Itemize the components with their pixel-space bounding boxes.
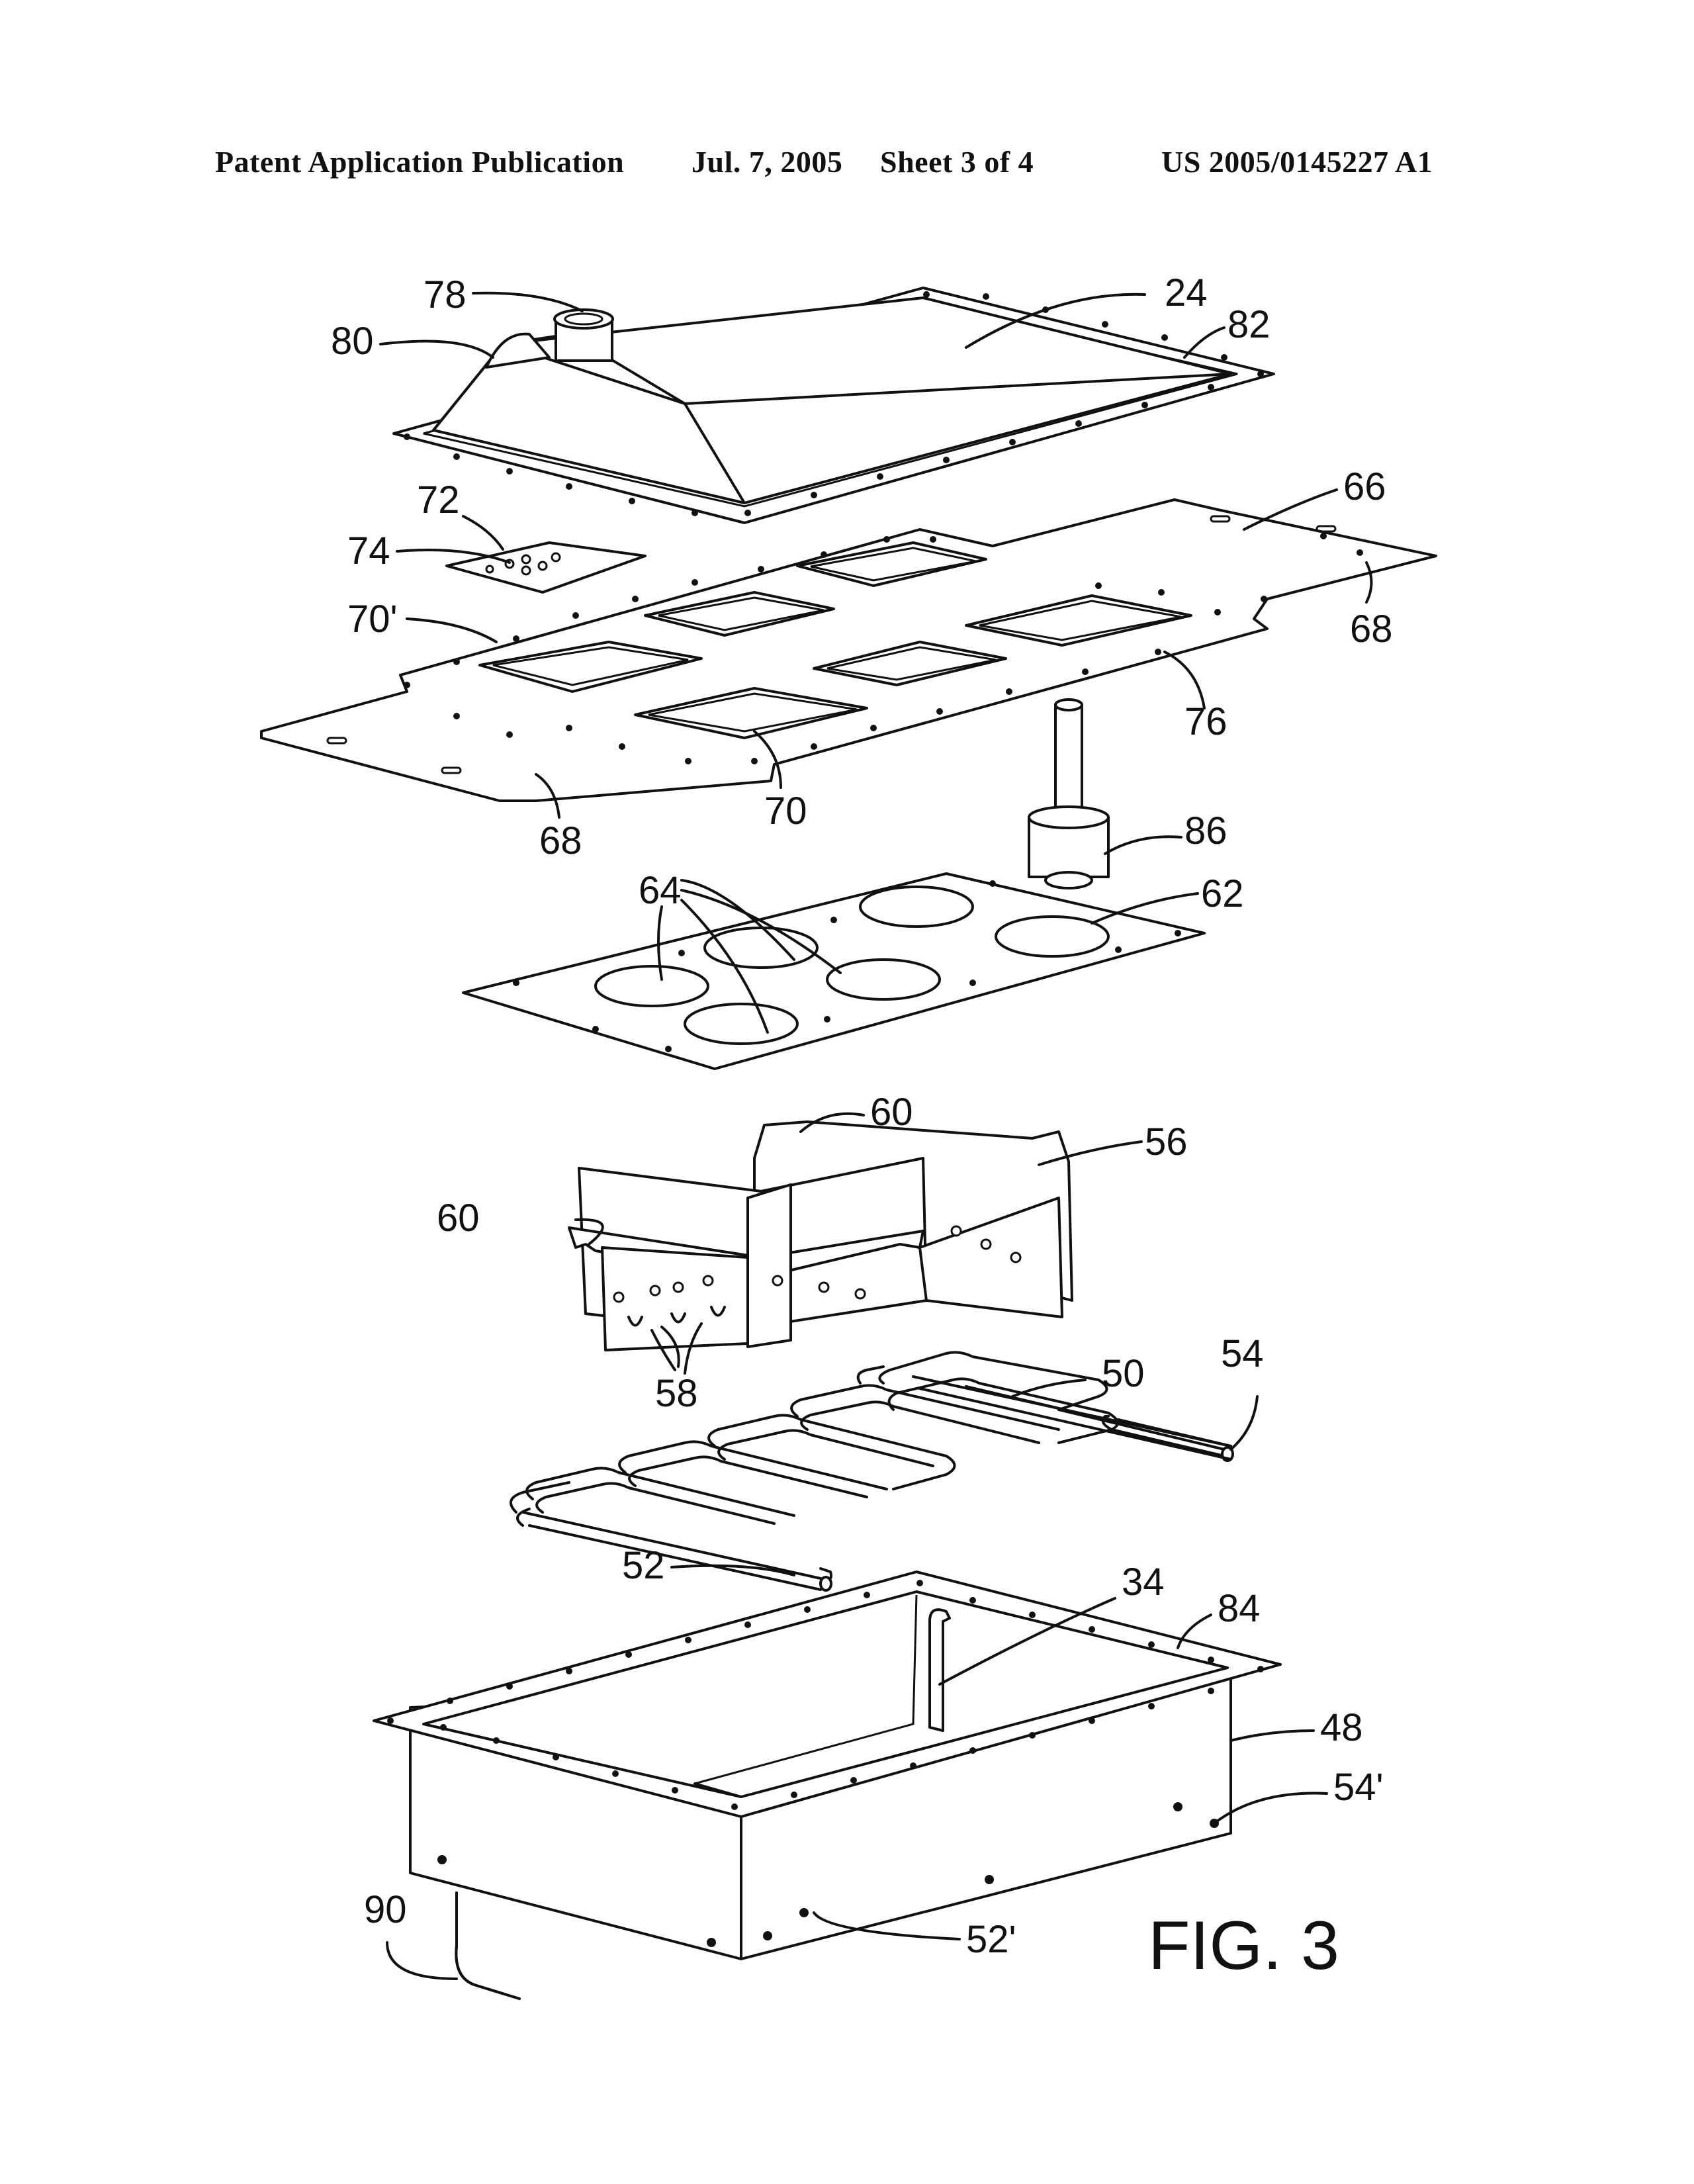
label-74: 74 [347, 529, 390, 572]
label-90: 90 [364, 1888, 407, 1931]
label-80: 80 [331, 320, 374, 363]
label-34: 34 [1122, 1561, 1165, 1604]
lid-24 [394, 288, 1274, 523]
cover-plate-72 [447, 543, 645, 592]
label-48: 48 [1320, 1706, 1363, 1749]
label-52: 52 [622, 1544, 665, 1587]
label-58: 58 [655, 1372, 698, 1415]
plate-62 [463, 874, 1204, 1069]
label-56: 56 [1145, 1120, 1188, 1163]
label-72: 72 [417, 478, 460, 522]
tank-48 [374, 1572, 1280, 1999]
label-84: 84 [1218, 1587, 1261, 1630]
label-62: 62 [1201, 872, 1244, 915]
label-60-top: 60 [870, 1091, 913, 1134]
label-52-prime: 52' [966, 1918, 1016, 1961]
label-68-right: 68 [1350, 608, 1393, 651]
label-86: 86 [1184, 809, 1227, 852]
gasket-plate-66 [261, 500, 1436, 801]
label-82: 82 [1227, 303, 1270, 346]
label-24: 24 [1165, 271, 1208, 314]
label-76: 76 [1184, 700, 1227, 743]
label-54-prime: 54' [1333, 1766, 1384, 1809]
figure-caption: FIG. 3 [1148, 1907, 1339, 1984]
element-86 [1029, 700, 1108, 888]
label-70-prime: 70' [347, 598, 398, 641]
label-78: 78 [424, 273, 467, 316]
label-64: 64 [639, 869, 682, 912]
divider-56 [569, 1122, 1072, 1350]
label-54: 54 [1221, 1332, 1264, 1375]
label-66: 66 [1343, 465, 1386, 508]
label-68-left: 68 [539, 819, 582, 862]
label-70: 70 [764, 790, 807, 833]
label-60-left: 60 [437, 1197, 480, 1240]
label-50: 50 [1102, 1352, 1145, 1395]
